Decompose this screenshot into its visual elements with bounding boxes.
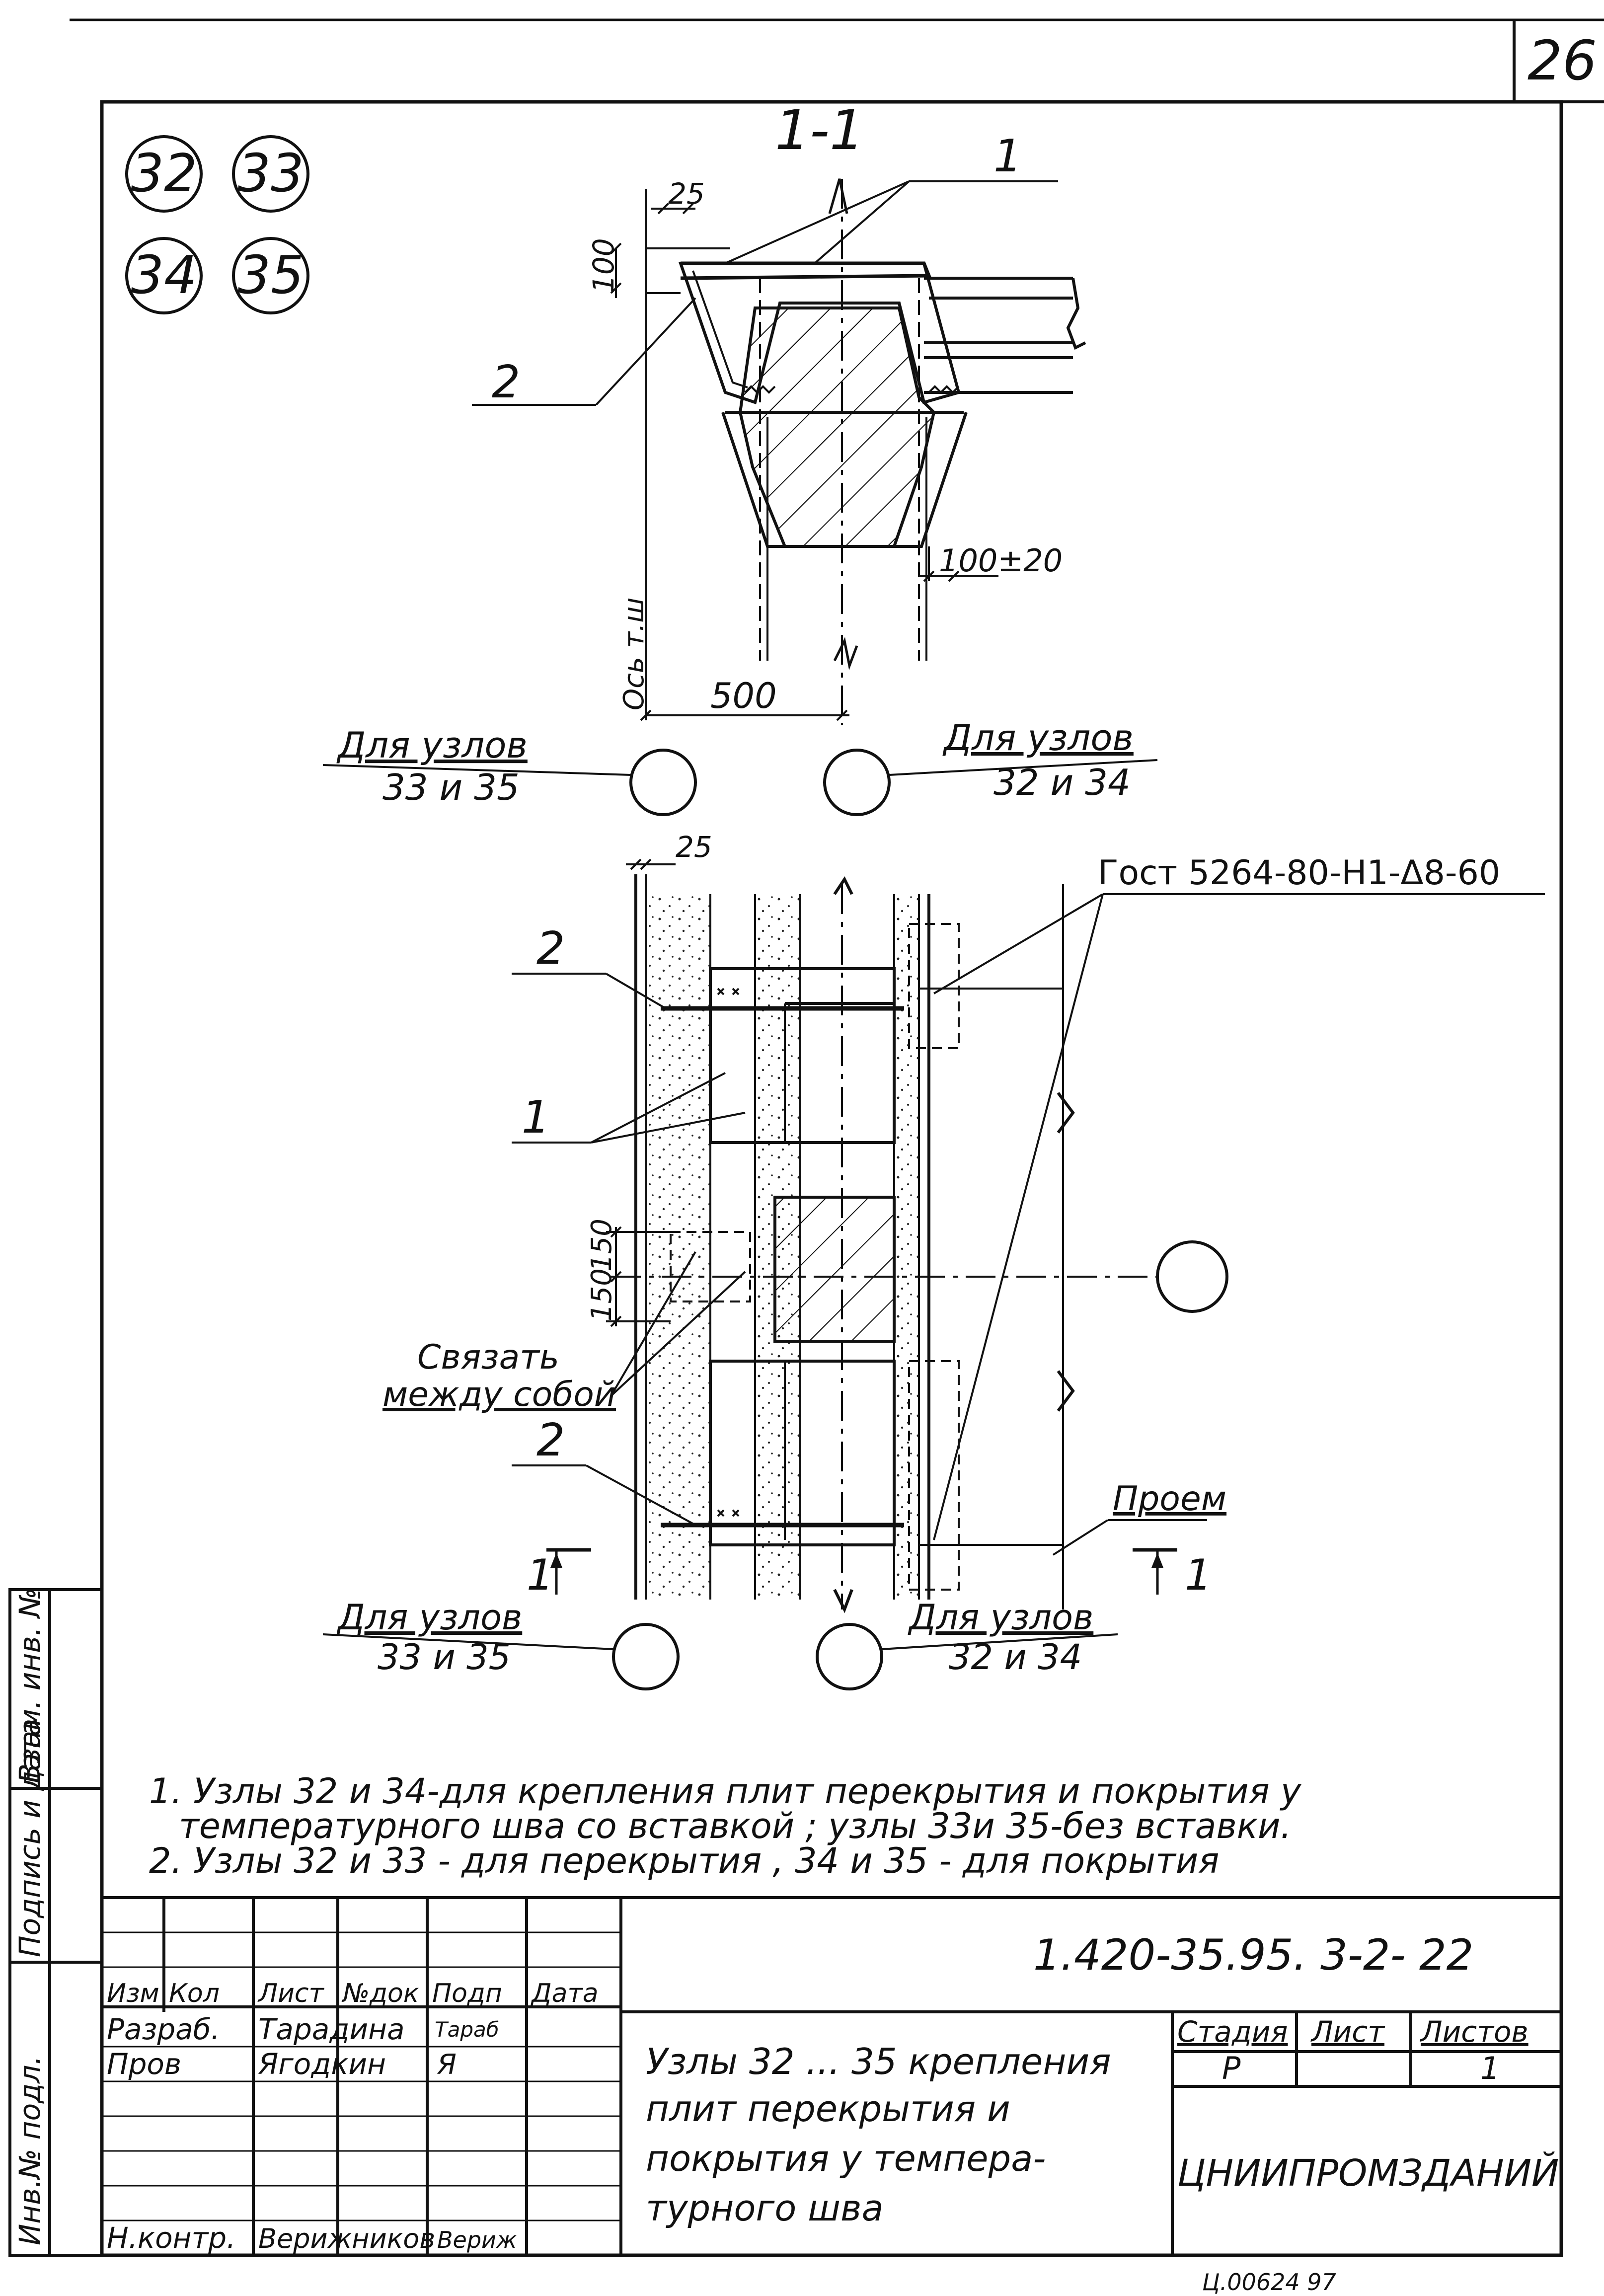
label-nodes-33-35-bottom-line2: 33 и 35 [378,1637,511,1678]
seam-axis-label: Ось т.ш [618,598,650,710]
callout-1-section: 1 [993,130,1022,182]
node-circle-label-33: 33 [237,143,304,204]
doc-code: 1.420-35.95. 3-2- 22 [1033,1930,1473,1980]
organization: ЦНИИПРОМЗДАНИЙ [1177,2151,1559,2195]
section-title: 1-1 [775,98,864,162]
dim-500: 500 [710,676,777,716]
callout-2-plan-bottom: 2 [536,1414,565,1466]
role-developer: Разраб. [107,2012,220,2046]
note-line-3: 2. Узлы 32 и 33 - для перекрытия , 34 и … [149,1840,1219,1881]
title-block [102,1896,1561,2255]
name-norm-control: Верижников [258,2223,435,2254]
title-line-3: покрытия у темпера- [646,2138,1046,2179]
name-developer: Тарадина [258,2012,405,2046]
title-line-4: турного шва [646,2187,884,2229]
col-header-list: Лист [257,1979,324,2008]
section-mark-left: 1 [527,1550,554,1600]
dim-100: 100 [587,238,620,293]
label-nodes-32-34-bottom-line1: Для узлов [908,1597,1093,1638]
plan-drawing [512,858,1545,1613]
sign-checker: Я [437,2049,457,2081]
title-text: Узлы 32 ... 35 крепления плит перекрытия… [646,2041,1111,2229]
side-stamp [8,1588,103,2257]
note-line-1: 1. Узлы 32 и 34-для крепления плит перек… [149,1771,1302,1812]
dim-150-lower: 150 [586,1268,618,1321]
callout-2-section: 2 [492,356,520,408]
node-circle-label-35: 35 [237,245,304,306]
side-stamp-inv-podl: Инв.№ подл. [13,2056,47,2245]
title-line-2: плит перекрытия и [646,2088,1010,2130]
tie-label-line2: между собой [382,1375,616,1414]
gost-label: Гост 5264-80-Н1-Δ8-60 [1098,853,1500,893]
ref-circles-bottom [322,1623,1118,1690]
role-norm-control: Н.контр. [107,2221,236,2255]
callout-1-plan: 1 [522,1091,550,1144]
sheets-header: Листов [1420,2015,1528,2049]
title-col-headers: Изм Кол Лист №док Подп Дата [107,1979,599,2008]
label-nodes-32-34-bottom-line2: 32 и 34 [949,1637,1082,1678]
label-nodes-33-35-bottom-line1: Для узлов [336,1597,522,1638]
footer-stamp: Ц.00624 97 [1202,2269,1336,2296]
dim-150-upper: 150 [586,1219,618,1272]
opening-label: Проем [1113,1479,1226,1519]
dim-25-top: 25 [668,177,705,211]
col-header-data: Дата [531,1979,599,2008]
col-header-kol: Кол [169,1979,220,2008]
sheet-number: 26 [1528,29,1597,92]
label-nodes-33-35-top-line2: 33 и 35 [382,766,520,808]
section-mark-right: 1 [1185,1550,1212,1600]
drawing-frame [100,100,1563,2257]
title-line-1: Узлы 32 ... 35 крепления [646,2041,1111,2082]
stage-header: Стадия [1177,2015,1288,2049]
node-circle-label-32: 32 [131,143,197,204]
note-line-2: температурного шва со вставкой ; узлы 33… [179,1806,1292,1846]
ref-circles-top [322,749,1158,816]
dim-100-20: 100±20 [939,542,1063,579]
node-circle-label-34: 34 [131,245,197,306]
sheet-header: Лист [1310,2015,1385,2049]
callout-2-plan-top: 2 [536,922,565,975]
side-stamp-signature-date: Подпись и дата [13,1719,47,1957]
sign-norm-control: Вериж [437,2226,517,2253]
sign-developer: Тараб [435,2017,499,2042]
role-checker: Пров [107,2047,181,2081]
label-nodes-32-34-top-line2: 32 и 34 [993,762,1131,803]
col-header-podp: Подп [432,1979,502,2008]
dim-25-plan: 25 [676,830,712,864]
label-nodes-32-34-top-line1: Для узлов [942,717,1134,759]
section-drawing [472,178,1086,725]
col-header-izm: Изм [107,1979,159,2008]
label-nodes-33-35-top-line1: Для узлов [336,724,528,766]
col-header-ndok: №док [341,1979,419,2008]
node-circles: 32 33 34 35 [125,135,309,314]
name-checker: Ягодкин [258,2047,386,2081]
tie-label-line1: Связать [417,1338,559,1377]
stage-value: Р [1222,2050,1241,2086]
sheets-value: 1 [1480,2050,1500,2086]
side-stamp-vzam-inv: Взам. инв. № [13,1588,47,1783]
